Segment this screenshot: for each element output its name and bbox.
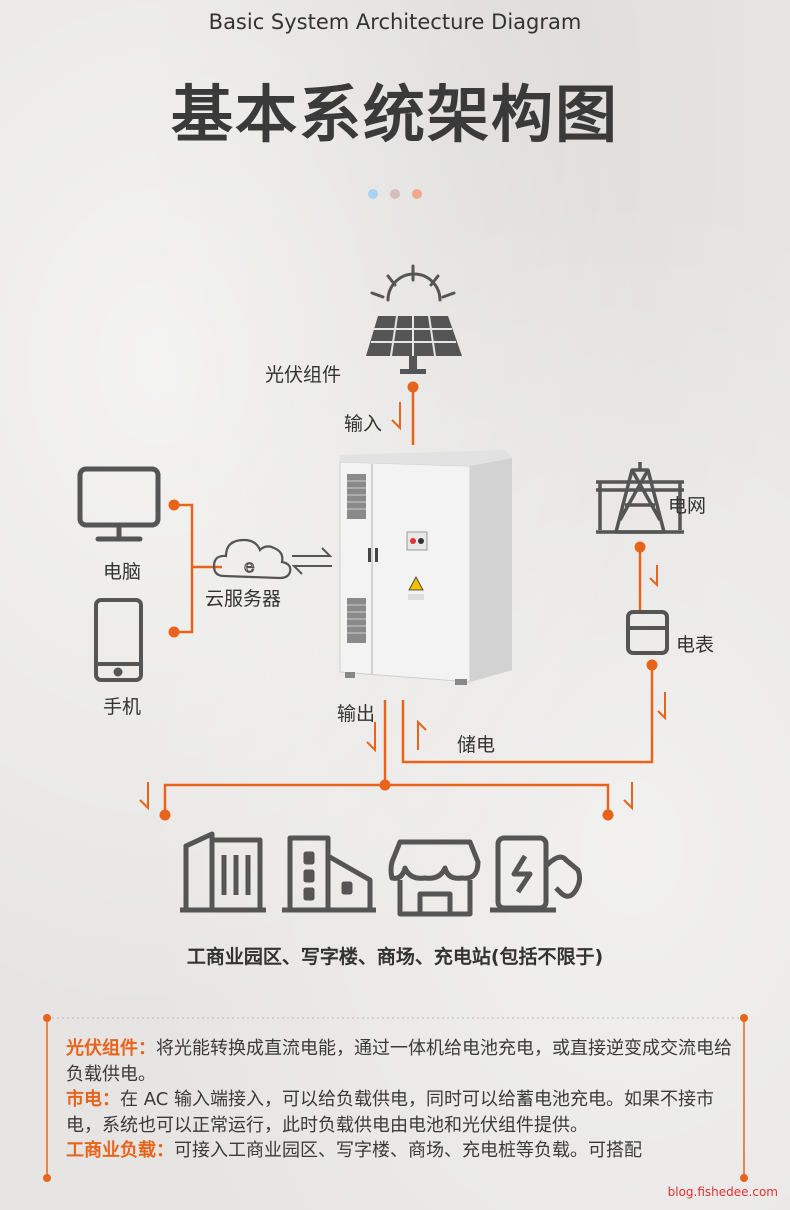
load-note-text: 可接入工商业园区、写字楼、商场、充电桩等负载。可搭配 [174,1140,642,1161]
flow-arrows [139,402,666,811]
power-pylon-icon [596,462,684,534]
shop-icon [388,839,481,917]
phone-label: 手机 [103,696,142,718]
grid-note: 市电：在 AC 输入端接入，可以给负载供电，同时可以给蓄电池充电。如果不接市电，… [66,1087,736,1138]
exchange-arrows [291,547,333,575]
solar-panel-icon [366,315,462,374]
page-indicator [368,189,422,199]
description-notes: 光伏组件：将光能转换成直流电能，通过一体机给电池充电，或直接逆变成交流电给负载供… [66,1036,736,1164]
load-note: 工商业负载：可接入工商业园区、写字楼、商场、充电桩等负载。可搭配 [66,1138,736,1164]
grid-note-label: 市电： [66,1089,120,1110]
page-dot-1[interactable] [368,189,378,199]
load-caption: 工商业园区、写字楼、商场、充电站(包括不限于) [186,946,604,968]
phone-icon [94,598,143,682]
office-building-icon [282,835,376,913]
pv-note: 光伏组件：将光能转换成直流电能，通过一体机给电池充电，或直接逆变成交流电给负载供… [66,1036,736,1087]
meter-icon [626,610,669,655]
meter-label: 电表 [676,634,715,656]
page-title: 基本系统架构图 [170,78,619,151]
industrial-park-icon [180,831,266,913]
note-frame [43,1014,748,1182]
monitor-icon [77,466,161,542]
computer-label: 电脑 [103,561,142,583]
charging-station-icon [490,835,583,913]
pv-note-text: 将光能转换成直流电能，通过一体机给电池充电，或直接逆变成交流电给负载供电。 [66,1038,732,1085]
cloud-server-label: 云服务器 [205,588,282,610]
page-dot-3[interactable] [412,189,422,199]
svg-text:e: e [244,556,255,577]
page-dot-2[interactable] [390,189,400,199]
pv-module-label: 光伏组件 [265,364,342,386]
connection-nodes [159,381,658,821]
grid-note-text: 在 AC 输入端接入，可以给负载供电，同时可以给蓄电池充电。如果不接市电，系统也… [66,1089,715,1136]
cloud-icon: e [212,538,292,580]
watermark: blog.fishedee.com [667,1185,778,1199]
storage-label: 储电 [457,734,496,756]
grid-label: 电网 [668,495,707,517]
page-subtitle: Basic System Architecture Diagram [208,10,582,34]
energy-storage-cabinet [339,450,512,685]
pv-note-label: 光伏组件： [66,1038,156,1059]
load-note-label: 工商业负载： [66,1140,174,1161]
sun-icon [370,264,456,302]
output-label: 输出 [337,703,376,725]
input-label: 输入 [344,413,383,435]
